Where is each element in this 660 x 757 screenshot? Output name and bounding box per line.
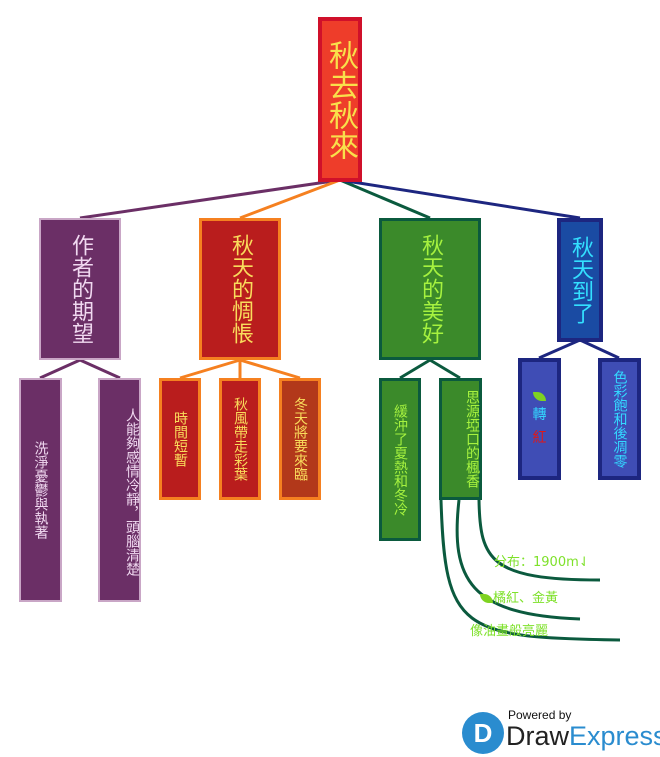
link-root-green (339, 178, 431, 220)
curve-distribution (477, 499, 601, 582)
brand-draw: Draw (506, 721, 570, 751)
child-label-red: 紅 (532, 429, 547, 446)
link-root-orange (239, 178, 341, 220)
branch-beauty[interactable]: 秋天的美好 (379, 218, 481, 360)
branch-label: 秋天的惆悵 (228, 234, 253, 344)
curve-painting (439, 499, 621, 642)
detail-distribution[interactable]: 分布：1900m⇃ (494, 555, 590, 570)
child-label: 人能夠感情冷靜，頭腦清楚 (124, 408, 140, 576)
child-turn-red[interactable]: 轉 紅 (518, 358, 561, 480)
detail-color[interactable]: 橘紅、金黃 (480, 587, 558, 606)
child-saturate-wither[interactable]: 色彩飽和後凋零 (598, 358, 641, 480)
child-calm-mind[interactable]: 人能夠感情冷靜，頭腦清楚 (98, 378, 141, 602)
root-label: 秋去秋來 (323, 39, 358, 160)
child-label: 思源埡口的楓香 (464, 390, 480, 488)
leaf-icon (480, 594, 493, 603)
child-wash-away[interactable]: 洗淨憂鬱與執著 (19, 378, 62, 602)
link-root-blue (339, 178, 581, 220)
child-label: 時間短暫 (172, 411, 188, 467)
child-label: 洗淨憂鬱與執著 (32, 441, 49, 539)
child-buffer[interactable]: 緩沖了夏熱和冬冷 (379, 378, 421, 541)
branch-label: 秋天的美好 (418, 234, 443, 344)
child-label: 色彩飽和後凋零 (611, 370, 628, 468)
child-label: 緩沖了夏熱和冬冷 (392, 403, 408, 516)
child-wind-leaves[interactable]: 秋風帶走彩葉 (219, 378, 261, 500)
root-node[interactable]: 秋去秋來 (318, 17, 362, 182)
branch-autumn-arrived[interactable]: 秋天到了 (557, 218, 603, 342)
branch-label: 作者的期望 (68, 234, 93, 344)
brand-text: DrawExpress (506, 721, 660, 752)
branch-melancholy[interactable]: 秋天的惆悵 (199, 218, 281, 360)
child-label: 秋風帶走彩葉 (232, 397, 248, 481)
branch-label: 秋天到了 (568, 236, 593, 324)
child-label: 冬天將要來臨 (292, 397, 308, 481)
branch-author-hope[interactable]: 作者的期望 (39, 218, 121, 360)
drawexpress-logo-icon: D (462, 712, 504, 754)
leaf-icon (533, 391, 546, 401)
child-winter-coming[interactable]: 冬天將要來臨 (279, 378, 321, 500)
detail-label: 橘紅、金黃 (493, 591, 559, 606)
link-root-purple (79, 178, 341, 220)
brand-express: Express (569, 721, 660, 751)
child-label: 轉 (532, 406, 547, 423)
child-time-short[interactable]: 時間短暫 (159, 378, 201, 500)
powered-by-text: Powered by (508, 708, 572, 722)
child-maple[interactable]: 思源埡口的楓香 (439, 378, 482, 500)
curve-color (455, 499, 581, 621)
detail-painting[interactable]: 像油畫般亮麗 (470, 624, 549, 639)
